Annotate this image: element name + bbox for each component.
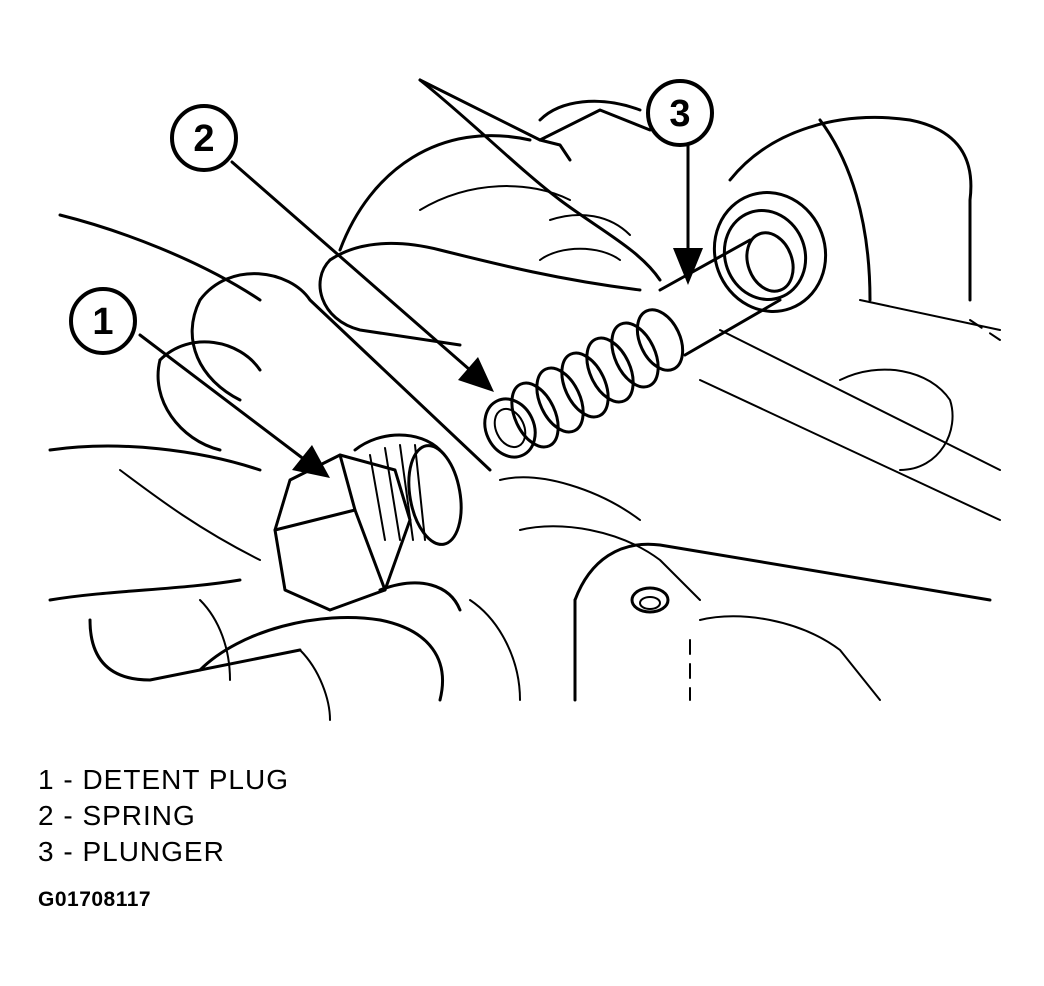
hand-upper [318,78,662,347]
legend-item-spring: 2 - SPRING [38,800,196,831]
detent-plug [273,433,463,612]
callout-2: 2 [170,104,238,172]
callout-1-number: 1 [92,301,113,343]
spring [483,308,685,459]
callout-1: 1 [69,287,137,355]
legend-item-plunger: 3 - PLUNGER [38,836,225,867]
valve-body-housing [418,78,1001,702]
parts-legend: 1 - DETENT PLUG 2 - SPRING 3 - PLUNGER [38,762,289,870]
callout-3: 3 [646,79,714,147]
plunger [658,238,782,357]
detent-assembly-illustration: 1 2 3 [48,78,1001,721]
arrow-head-2 [458,357,494,392]
legend-item-detent-plug: 1 - DETENT PLUG [38,764,289,795]
figure-code: G01708117 [38,888,152,911]
callout-2-number: 2 [193,118,214,160]
bore-boss [712,191,828,313]
arrow-head-3 [673,248,703,285]
arrow-head-1 [292,445,330,478]
leader-arrows [138,143,703,478]
hand-lower [48,213,492,721]
callout-3-number: 3 [669,93,690,135]
